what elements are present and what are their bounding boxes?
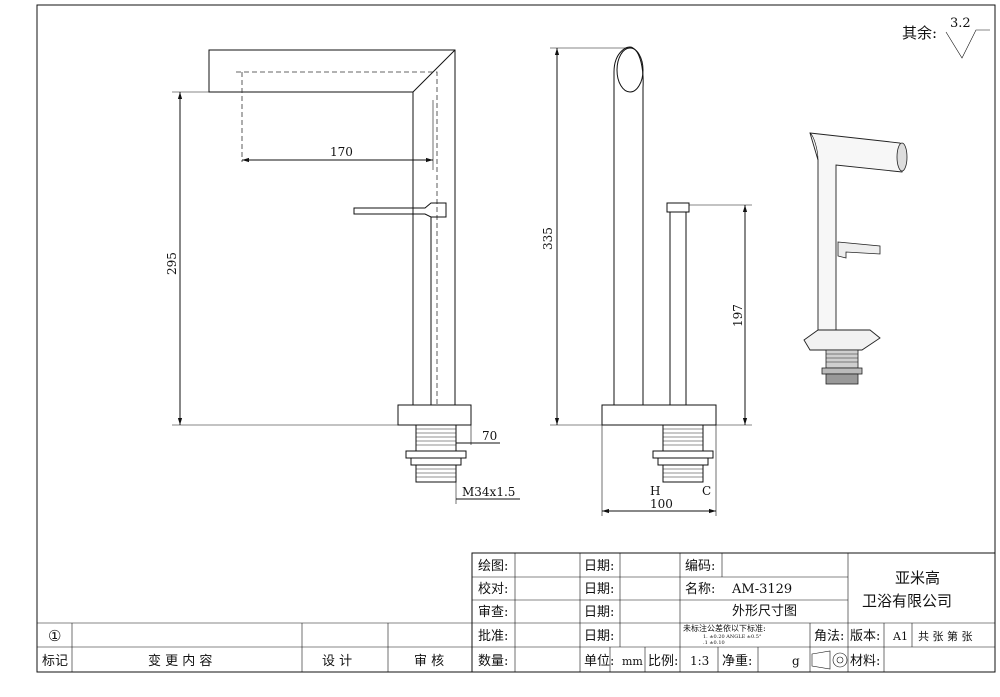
front-spout-outline bbox=[208, 49, 456, 406]
check-label: 校对: bbox=[478, 581, 508, 597]
review-label: 审查: bbox=[478, 605, 508, 620]
side-cartridge bbox=[669, 211, 687, 406]
thread-spec-label: M34x1.5 bbox=[462, 485, 515, 499]
mark-label: 标记 bbox=[42, 654, 68, 669]
qty-label: 数量: bbox=[478, 654, 508, 669]
side-base bbox=[601, 404, 717, 426]
scale-value: 1:3 bbox=[690, 654, 709, 668]
scale-label: 比例: bbox=[648, 654, 678, 669]
dim-197-label: 197 bbox=[731, 304, 745, 327]
drawing-title: 外形尺寸图 bbox=[732, 604, 797, 619]
roughness-check-icon bbox=[945, 29, 990, 59]
side-handle-cap bbox=[666, 202, 690, 213]
side-spout-outline bbox=[613, 46, 644, 406]
audit-label: 审 核 bbox=[414, 654, 444, 669]
front-spout-miter bbox=[412, 49, 456, 93]
dim-335-label: 335 bbox=[541, 227, 555, 250]
company-line-1: 亚米高 bbox=[895, 569, 940, 587]
roughness-symbol: 其余: 3.2 bbox=[902, 16, 990, 59]
side-view: 335 197 H C 100 bbox=[541, 46, 752, 516]
tolerance-note: 未标注公差依以下标准: bbox=[683, 623, 766, 633]
dim-70-label: 70 bbox=[482, 429, 497, 443]
roughness-label: 其余: bbox=[902, 24, 937, 42]
cold-label: C bbox=[702, 484, 711, 498]
front-view: 170 295 70 M34 bbox=[165, 49, 520, 504]
model-number: AM-3129 bbox=[731, 582, 792, 597]
tolerance-row-2: .1 ±0.10 bbox=[703, 640, 725, 646]
version-value: A1 bbox=[892, 630, 908, 643]
unit-value: mm bbox=[622, 655, 643, 668]
hot-label: H bbox=[650, 484, 660, 498]
material-label: 材料: bbox=[850, 654, 880, 669]
draw-label: 绘图: bbox=[478, 559, 508, 574]
date-label-4: 日期: bbox=[584, 629, 614, 644]
dim-170-label: 170 bbox=[330, 145, 353, 159]
front-hidden-bore bbox=[236, 71, 438, 405]
dim-100-label: 100 bbox=[650, 497, 673, 511]
isometric-view bbox=[803, 132, 908, 385]
net-weight-label: 净重: bbox=[722, 653, 752, 669]
company-line-2: 卫浴有限公司 bbox=[862, 592, 952, 610]
roughness-value: 3.2 bbox=[950, 16, 971, 31]
date-label-3: 日期: bbox=[584, 605, 614, 620]
tolerance-row-1: 1. ±0.20 ANGLE ±0.5° bbox=[703, 634, 762, 640]
version-label: 版本: bbox=[850, 629, 880, 644]
side-threaded-shank bbox=[652, 424, 714, 483]
dim-295-label: 295 bbox=[165, 252, 179, 275]
front-handle bbox=[353, 202, 447, 218]
code-label: 编码: bbox=[685, 559, 715, 574]
unit-label: 单位: bbox=[584, 654, 614, 669]
weight-unit: g bbox=[792, 654, 800, 668]
title-block: 绘图: 校对: 审查: 批准: 数量: 日期: 日期: 日期: 日期: 编码: … bbox=[37, 552, 996, 673]
approve-label: 批准: bbox=[478, 629, 508, 644]
side-spout-outlet bbox=[616, 47, 644, 93]
date-label-1: 日期: bbox=[584, 559, 614, 574]
sheets-label: 共 张 第 张 bbox=[918, 629, 973, 643]
revision-symbol: ① bbox=[48, 627, 61, 645]
front-threaded-shank bbox=[405, 424, 467, 483]
design-label: 设 计 bbox=[322, 654, 352, 669]
date-label-2: 日期: bbox=[584, 582, 614, 597]
front-base bbox=[397, 404, 472, 426]
angle-method-label: 角法: bbox=[814, 629, 844, 644]
change-content-label: 变 更 内 容 bbox=[148, 653, 212, 669]
name-label: 名称: bbox=[685, 581, 715, 597]
projection-symbol-icon bbox=[811, 650, 848, 670]
